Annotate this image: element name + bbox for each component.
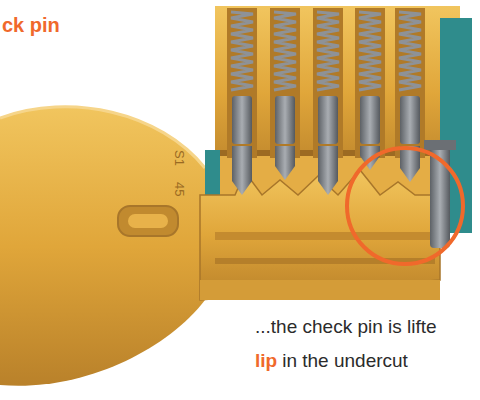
- spring: [231, 12, 253, 90]
- driver-pin: [232, 96, 252, 144]
- pin-chamber: [313, 8, 343, 158]
- pin-chamber: [355, 8, 385, 158]
- caption-highlight: lip: [255, 350, 277, 372]
- pin-chamber: [270, 8, 300, 158]
- key-pin: [318, 146, 338, 195]
- spring: [359, 12, 381, 90]
- key-stamp: S1: [171, 150, 186, 166]
- pin-chamber: [227, 8, 257, 158]
- caption-line: in the undercut: [282, 350, 408, 372]
- key-pin: [400, 146, 420, 182]
- key-pin: [232, 146, 252, 195]
- key-pin: [275, 146, 295, 180]
- heading-fragment: ck pin: [2, 14, 60, 37]
- driver-pin: [275, 96, 295, 144]
- driver-pin: [318, 96, 338, 144]
- spring: [317, 12, 339, 90]
- key-stamp: 45: [171, 182, 186, 196]
- driver-pin: [360, 96, 380, 144]
- caption-line: ...the check pin is lifte: [255, 316, 437, 338]
- pin-chamber: [395, 8, 425, 158]
- spring: [274, 12, 296, 90]
- spring: [399, 12, 421, 90]
- driver-pin: [400, 96, 420, 144]
